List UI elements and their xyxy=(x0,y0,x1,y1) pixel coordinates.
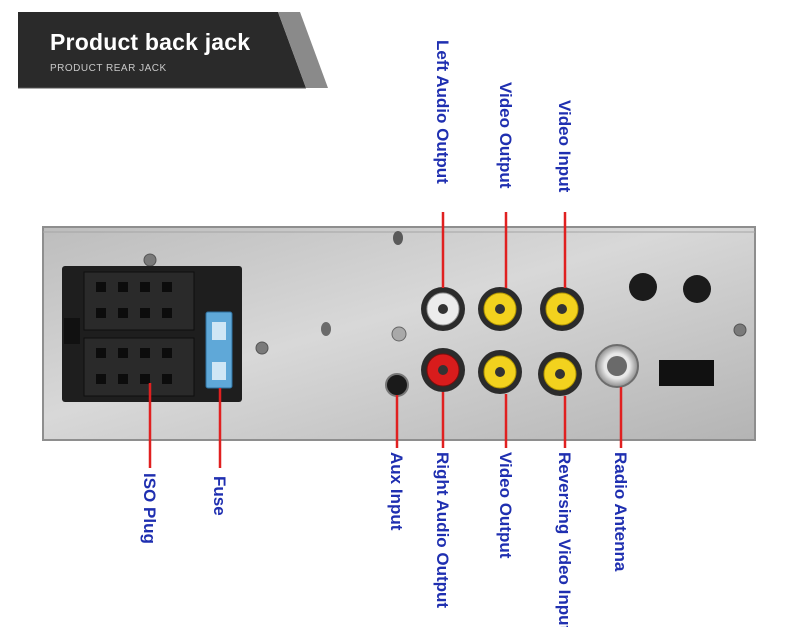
rca-jack-video-output-top xyxy=(478,287,522,331)
callout-video-output-top: Video Output xyxy=(496,82,515,189)
callout-video-input: Video Input xyxy=(555,100,574,193)
panel-hole xyxy=(321,322,331,336)
fuse-icon xyxy=(205,311,233,389)
panel-hole xyxy=(629,273,657,301)
callout-video-output-bottom: Video Output xyxy=(496,452,515,559)
callout-radio-antenna: Radio Antenna xyxy=(611,452,630,572)
banner-bg xyxy=(18,12,306,88)
header-banner xyxy=(18,12,328,89)
callout-left-audio-output: Left Audio Output xyxy=(433,40,452,184)
callout-reversing-video-input: Reversing Video Input xyxy=(555,452,574,627)
callout-aux-input: Aux Input xyxy=(387,452,406,531)
leader-lines xyxy=(148,212,623,468)
callout-fuse: Fuse xyxy=(210,476,229,516)
aux-input-jack xyxy=(385,373,409,397)
screw-icon xyxy=(255,341,269,355)
panel-slot xyxy=(659,360,714,386)
screw-icon xyxy=(391,326,407,342)
screw-icon xyxy=(733,323,747,337)
iso-plug-connector xyxy=(62,266,242,402)
panel-hole xyxy=(393,231,403,245)
callout-iso-plug: ISO Plug xyxy=(140,473,159,544)
radio-antenna-socket xyxy=(595,344,639,388)
rca-jack-left-audio xyxy=(421,287,465,331)
panel-hole xyxy=(683,275,711,303)
rca-jack-reversing-video xyxy=(538,352,582,396)
screw-icon xyxy=(143,253,157,267)
page-subtitle: PRODUCT REAR JACK xyxy=(50,63,167,74)
rca-jack-video-output-bottom xyxy=(478,350,522,394)
rca-jack-video-input xyxy=(540,287,584,331)
rca-jack-right-audio xyxy=(421,348,465,392)
callout-right-audio-output: Right Audio Output xyxy=(433,452,452,609)
page-title: Product back jack xyxy=(50,29,251,55)
banner-accent xyxy=(278,12,328,88)
